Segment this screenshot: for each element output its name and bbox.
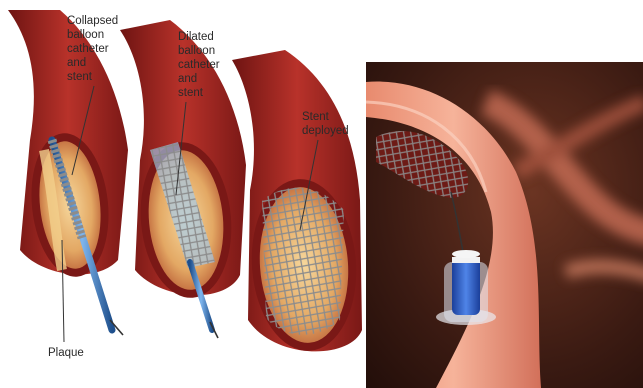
svg-text:Stent: Stent: [302, 111, 330, 123]
svg-text:balloon: balloon: [67, 29, 104, 41]
svg-text:and: and: [178, 73, 197, 85]
svg-text:catheter: catheter: [67, 43, 109, 55]
stent-procedure-illustration: Collapsed balloon catheter and stent Dil…: [0, 0, 366, 388]
deployed-stent: [262, 188, 344, 335]
artery-stent-render: [366, 62, 643, 388]
svg-text:catheter: catheter: [178, 59, 220, 71]
svg-text:stent: stent: [178, 87, 204, 99]
svg-text:deployed: deployed: [302, 125, 349, 137]
svg-text:balloon: balloon: [178, 45, 215, 57]
svg-text:Plaque: Plaque: [48, 347, 84, 359]
svg-text:and: and: [67, 57, 86, 69]
svg-text:Dilated: Dilated: [178, 31, 214, 43]
svg-text:Collapsed: Collapsed: [67, 15, 118, 27]
svg-text:stent: stent: [67, 71, 93, 83]
